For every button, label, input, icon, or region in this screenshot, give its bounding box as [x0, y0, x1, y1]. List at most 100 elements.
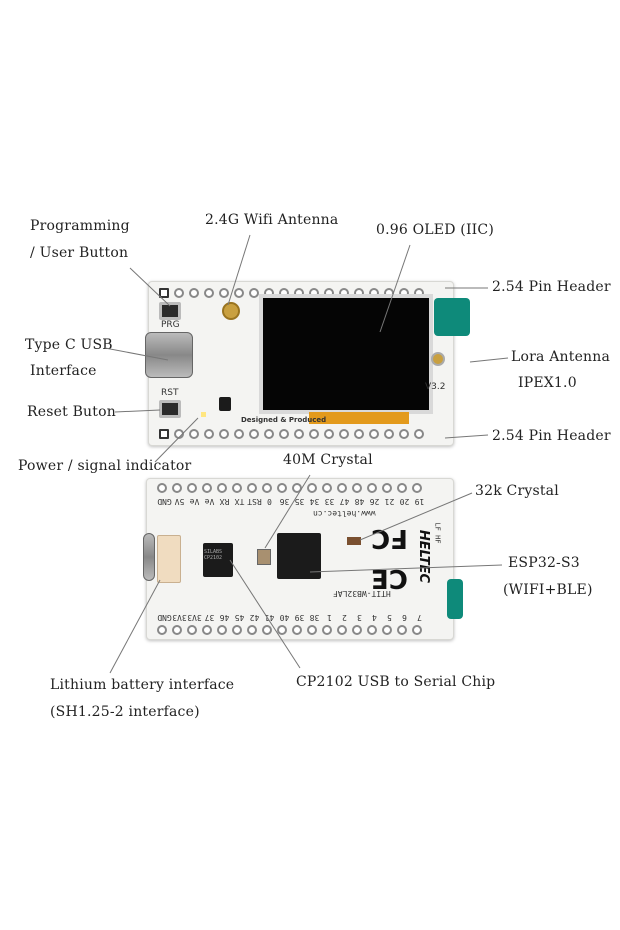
header-pin [384, 429, 394, 439]
pin-label: 5 [387, 613, 392, 622]
header-pin [247, 625, 257, 635]
header-pin [339, 429, 349, 439]
pin-label: 3V3 [172, 613, 187, 622]
header-pin [367, 483, 377, 493]
back-bottom-pin-header [157, 625, 422, 635]
header-pin [414, 429, 424, 439]
header-pin [202, 483, 212, 493]
label-type-c: Type C USB [25, 337, 113, 353]
header-pin [397, 625, 407, 635]
header-pin [204, 429, 214, 439]
pin-label: GND [157, 497, 172, 506]
header-pin [292, 483, 302, 493]
pin-label: 39 [294, 613, 305, 622]
crystal-40m [257, 549, 271, 565]
header-pin [172, 483, 182, 493]
header-pin [234, 288, 244, 298]
pin-label: 19 [414, 497, 425, 506]
lora-module-tab [434, 298, 470, 336]
header-pin [174, 288, 184, 298]
label-oled: 0.96 OLED (IIC) [376, 222, 494, 238]
cp2102-chip: SILABS CP2102 [203, 543, 233, 577]
header-pin [249, 288, 259, 298]
crystal-32k [347, 537, 361, 545]
header-pin [264, 429, 274, 439]
pin-label: 5V [174, 497, 185, 506]
ce-logo: CE [371, 563, 408, 593]
pin-label: 34 [309, 497, 320, 506]
pin-label: TX [234, 497, 245, 506]
header-pin [189, 288, 199, 298]
header-pin [277, 625, 287, 635]
header-pin [232, 483, 242, 493]
label-battery: Lithium battery interface [50, 677, 235, 693]
designed-label: Designed & Produced [241, 416, 327, 424]
oled-flex-cable [309, 412, 409, 424]
lora-ipex-connector [431, 352, 445, 366]
battery-connector [157, 535, 181, 583]
header-pin [352, 483, 362, 493]
fcc-logo: FC [371, 523, 408, 553]
pin-label: 2 [342, 613, 347, 622]
pin-label: RST [247, 497, 262, 506]
label-pin-header-top: 2.54 Pin Header [492, 279, 611, 295]
label-wifi-antenna: 2.4G Wifi Antenna [205, 212, 339, 228]
label-esp32: ESP32-S3 [508, 555, 580, 571]
header-pin [352, 625, 362, 635]
pin-label: 21 [384, 497, 395, 506]
header-pin [204, 288, 214, 298]
label-interface: Interface [30, 363, 97, 379]
header-pin [307, 625, 317, 635]
header-pin [219, 429, 229, 439]
pin-label: 33 [324, 497, 335, 506]
header-pin [337, 625, 347, 635]
header-pin [247, 483, 257, 493]
header-pin [324, 429, 334, 439]
label-programming: Programming [30, 218, 130, 234]
pin-label: 38 [309, 613, 320, 622]
header-pin [159, 288, 169, 298]
heltec-logo: HELTEC [416, 529, 432, 584]
website-label: www.heltec.cn [313, 509, 376, 518]
header-pin [217, 625, 227, 635]
header-pin [412, 625, 422, 635]
lora-module-tab-back [447, 579, 463, 619]
prg-button[interactable] [159, 302, 181, 320]
rst-button[interactable] [159, 400, 181, 418]
back-top-pin-header [157, 483, 422, 493]
header-pin [337, 483, 347, 493]
label-user-button: / User Button [30, 245, 129, 261]
type-c-usb-port[interactable] [145, 332, 193, 378]
header-pin [279, 429, 289, 439]
header-pin [382, 483, 392, 493]
header-pin [202, 625, 212, 635]
header-pin [294, 429, 304, 439]
header-pin [217, 483, 227, 493]
header-pin [354, 429, 364, 439]
header-pin [157, 483, 167, 493]
header-pin [189, 429, 199, 439]
pin-label: 26 [369, 497, 380, 506]
oled-display [259, 294, 433, 414]
pin-label: 7 [417, 613, 422, 622]
wifi-antenna-connector [222, 302, 240, 320]
header-pin [399, 429, 409, 439]
label-ipex: IPEX1.0 [518, 375, 577, 391]
header-pin [174, 429, 184, 439]
pin-label: 4 [372, 613, 377, 622]
pin-label: 3V3 [187, 613, 202, 622]
label-lora-antenna: Lora Antenna [511, 349, 611, 365]
rst-label: RST [161, 388, 179, 398]
header-pin [382, 625, 392, 635]
header-pin [369, 429, 379, 439]
pin-label: 46 [219, 613, 230, 622]
label-reset: Reset Buton [27, 404, 116, 420]
pin-label: 41 [264, 613, 275, 622]
header-pin [309, 429, 319, 439]
header-pin [397, 483, 407, 493]
header-pin [367, 625, 377, 635]
header-pin [234, 429, 244, 439]
pin-label: 0 [267, 497, 272, 506]
